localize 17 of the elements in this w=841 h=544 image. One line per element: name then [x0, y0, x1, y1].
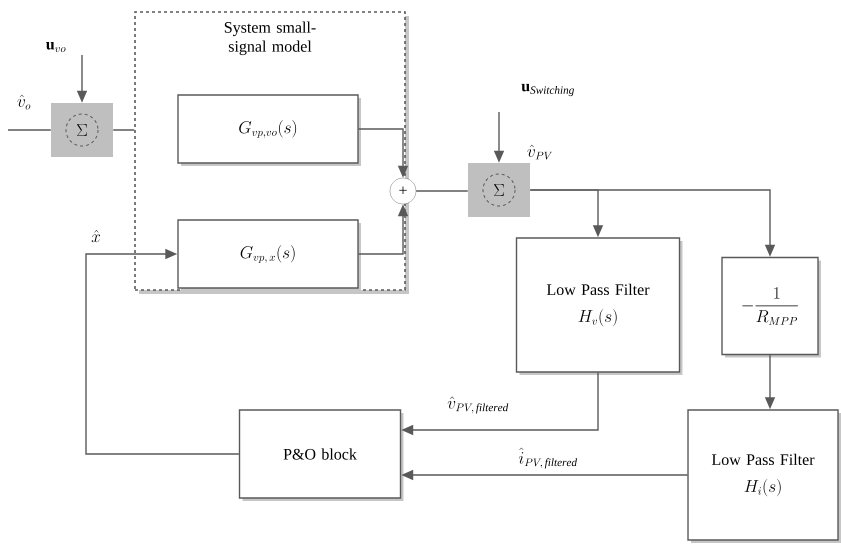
signal-label: $\hat{v}_{PV}$	[527, 144, 552, 160]
block-box: $G_{vp,vo}(s)$	[177, 94, 361, 166]
block-box: Low Pass Filter $H_{v}(s)$	[516, 237, 682, 375]
block-box: P&O block	[238, 409, 404, 501]
edge-label: $\hat{v}_{o}$	[16, 94, 32, 110]
summing-junction: $\Sigma$	[468, 163, 530, 217]
arrow	[85, 248, 239, 455]
edge-label: $\mathbf{u}_{\mathit{Switching}}$	[520, 82, 576, 98]
edge-label: $\mathbf{u}_{vo}$	[44, 41, 68, 53]
summing-junction: $\Sigma$	[51, 103, 113, 157]
block-box: $-\frac{1}{R_{MPP}}$	[721, 256, 821, 358]
block-box: $G_{vp,\,x}(s)$	[177, 219, 361, 291]
node-label: $G_{vp,\,x}(s)$	[240, 245, 295, 263]
edge-label: $\hat{x}$	[90, 229, 102, 243]
edge-label: $\hat{i}_{PV,\,\mathit{filtered}}$	[518, 446, 579, 470]
block-box: Low Pass Filter $H_{i}(s)$	[687, 409, 841, 543]
edge-label: $\hat{v}_{PV,\,\mathit{filtered}}$	[446, 396, 510, 414]
